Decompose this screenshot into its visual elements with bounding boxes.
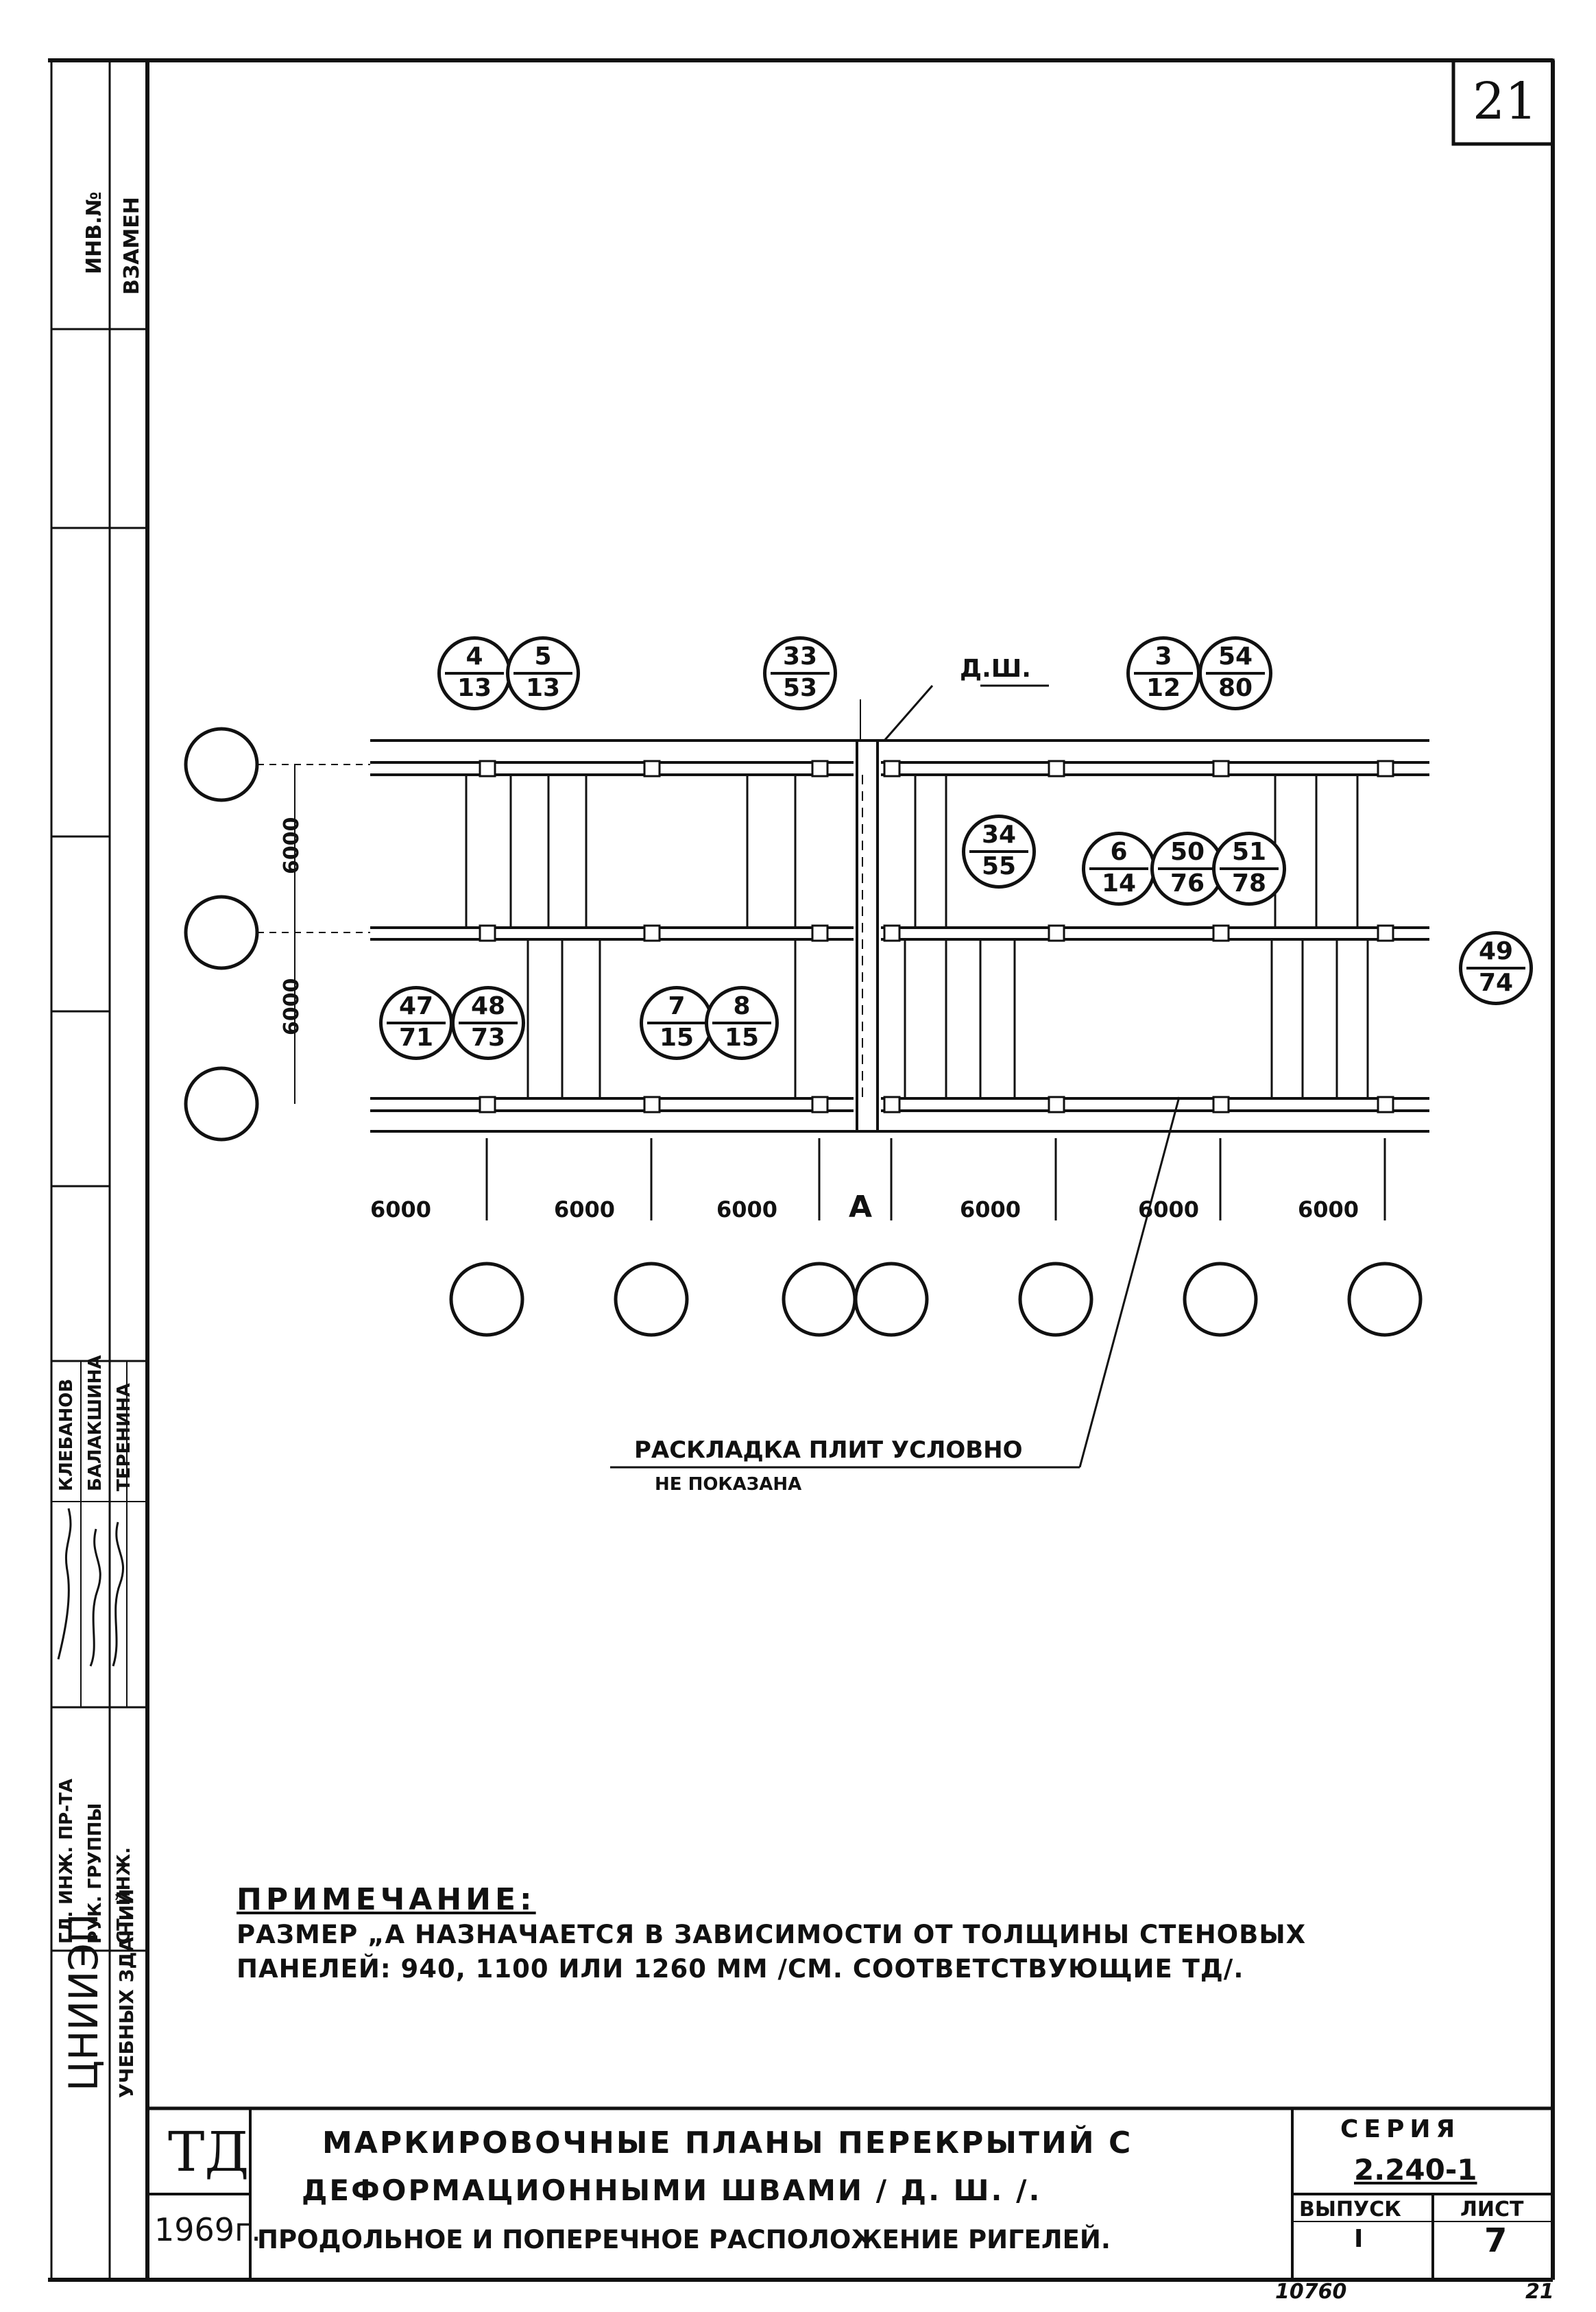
staff-position-1: ГЛ. ИНЖ. ПР-ТА <box>56 1779 77 1944</box>
callout-divider <box>387 1022 446 1024</box>
callout-top-number: 3 <box>1154 642 1172 671</box>
callout-top-number: 54 <box>1218 642 1253 671</box>
title-code: ТД <box>168 2120 250 2184</box>
callout-bottom-number: 12 <box>1146 674 1181 702</box>
staff-position-2: РУК. ГРУППЫ <box>85 1803 106 1944</box>
callout-bottom-number: 15 <box>659 1024 694 1052</box>
callout-top-number: 33 <box>782 642 818 671</box>
sheet-value: 7 <box>1484 2221 1508 2260</box>
callout-top-number: 7 <box>668 992 686 1020</box>
col-span-6: 6000 <box>1298 1196 1359 1223</box>
joint-label: Д.Ш. <box>960 655 1031 683</box>
callout-bottom-number: 53 <box>782 674 818 702</box>
callout-bottom-number: 15 <box>724 1024 760 1052</box>
row-span-1: 6000 <box>280 817 304 875</box>
callout-divider <box>1089 867 1148 870</box>
note-line2: ПАНЕЛЕЙ: 940, 1100 ИЛИ 1260 ММ /СМ. СООТ… <box>237 1954 1244 1984</box>
callout-divider <box>1466 967 1525 970</box>
floor-plan <box>257 684 1429 1469</box>
col-span-3: 6000 <box>716 1196 778 1223</box>
callout-bottom-number: 14 <box>1101 869 1137 898</box>
callout-divider <box>647 1022 706 1024</box>
callout-bottom-number: 76 <box>1170 869 1205 898</box>
callout-divider <box>712 1022 771 1024</box>
callout-top-number: 34 <box>981 821 1017 849</box>
callout-divider <box>1206 672 1265 675</box>
callout-bottom-number: 55 <box>981 852 1017 880</box>
callout-divider <box>969 850 1028 853</box>
callout-bottom-number: 73 <box>470 1024 506 1052</box>
col-span-4: 6000 <box>960 1196 1021 1223</box>
callout-top-number: 6 <box>1110 838 1128 866</box>
callout-divider <box>445 672 504 675</box>
col-span-5: 6000 <box>1138 1196 1200 1223</box>
callout-bottom-number: 71 <box>398 1024 434 1052</box>
leader-note-line2: НЕ ПОКАЗАНА <box>655 1474 802 1495</box>
sheet-frame <box>48 58 1555 2282</box>
stamp-mark: 21 <box>1525 2280 1554 2304</box>
dimension-a: А <box>849 1190 873 1225</box>
stamp-number: 10760 <box>1275 2280 1347 2304</box>
page-number: 21 <box>1473 72 1538 131</box>
inv-no-label: ИНВ.№ <box>82 191 106 274</box>
row-span-2: 6000 <box>280 978 304 1036</box>
callout-divider <box>459 1022 518 1024</box>
issue-value: I <box>1354 2225 1364 2253</box>
callout-divider <box>1158 867 1217 870</box>
replace-label: ВЗАМЕН <box>120 197 144 295</box>
note-heading: ПРИМЕЧАНИЕ: <box>237 1882 536 1917</box>
leader-note-line1: РАСКЛАДКА ПЛИТ УСЛОВНО <box>634 1436 1023 1464</box>
title-line3: ПРОДОЛЬНОЕ И ПОПЕРЕЧНОЕ РАСПОЛОЖЕНИЕ РИГ… <box>257 2225 1111 2254</box>
callout-top-number: 8 <box>733 992 751 1020</box>
staff-position-3: СТ. ИНЖ. <box>114 1847 134 1944</box>
handwritten-signatures <box>57 1508 124 1667</box>
col-span-2: 6000 <box>554 1196 616 1223</box>
callout-top-number: 50 <box>1170 838 1205 866</box>
col-span-1: 6000 <box>370 1196 432 1223</box>
title-line2: ДЕФОРМАЦИОННЫМИ ШВАМИ / Д. Ш. /. <box>302 2173 1042 2207</box>
callout-top-number: 5 <box>534 642 552 671</box>
callout-bottom-number: 74 <box>1478 969 1514 997</box>
callout-divider <box>1134 672 1193 675</box>
callout-bottom-number: 80 <box>1218 674 1253 702</box>
issue-label: ВЫПУСК <box>1299 2197 1401 2221</box>
staff-name-2: БАЛАКШИНА <box>85 1355 106 1491</box>
sheet-label: ЛИСТ <box>1460 2197 1524 2221</box>
staff-name-1: КЛЕБАНОВ <box>56 1378 77 1491</box>
series-value: 2.240-1 <box>1354 2153 1477 2187</box>
callout-bottom-number: 78 <box>1231 869 1267 898</box>
staff-name-3: ТЕРЕНИНА <box>114 1383 134 1491</box>
axis-bubbles <box>184 727 1423 1337</box>
note-line1: РАЗМЕР „А НАЗНАЧАЕТСЯ В ЗАВИСИМОСТИ ОТ Т… <box>237 1920 1307 1949</box>
callout-bottom-number: 13 <box>457 674 492 702</box>
callout-divider <box>513 672 572 675</box>
callout-divider <box>771 672 830 675</box>
callout-bottom-number: 13 <box>525 674 561 702</box>
callout-top-number: 4 <box>466 642 483 671</box>
callout-top-number: 49 <box>1478 937 1514 965</box>
callout-top-number: 51 <box>1231 838 1267 866</box>
title-year: 1969г. <box>154 2211 261 2248</box>
callout-divider <box>1220 867 1279 870</box>
callout-top-number: 48 <box>470 992 506 1020</box>
title-line1: МАРКИРОВОЧНЫЕ ПЛАНЫ ПЕРЕКРЫТИЙ С <box>322 2126 1133 2160</box>
callout-top-number: 47 <box>398 992 434 1020</box>
series-label: СЕРИЯ <box>1340 2115 1461 2143</box>
